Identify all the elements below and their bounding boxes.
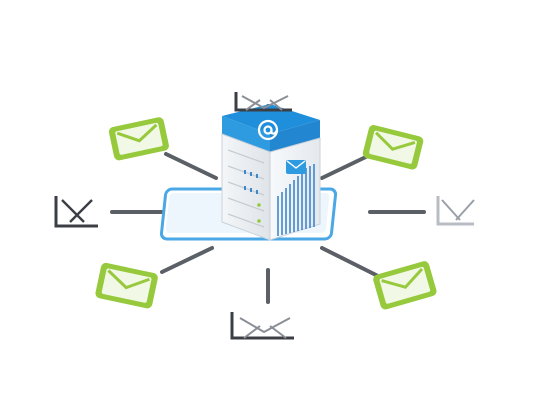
envelope-icon [54,196,98,228]
envelope-icon [95,262,158,309]
at-sign-icon [257,119,279,141]
envelope-icon [373,261,437,310]
envelope-icon [436,196,475,226]
envelope-icon [362,125,424,170]
email-server-icon [221,104,321,241]
connector-lines [110,104,426,304]
connector-bottom-left [160,246,214,274]
envelope-icon [230,312,294,340]
connector-bottom-right [320,246,380,278]
envelope-icon [234,92,292,112]
envelope-icon [286,160,306,174]
envelope-icon [108,117,169,161]
connector-top-right [320,152,374,180]
connector-top-left [164,152,218,180]
